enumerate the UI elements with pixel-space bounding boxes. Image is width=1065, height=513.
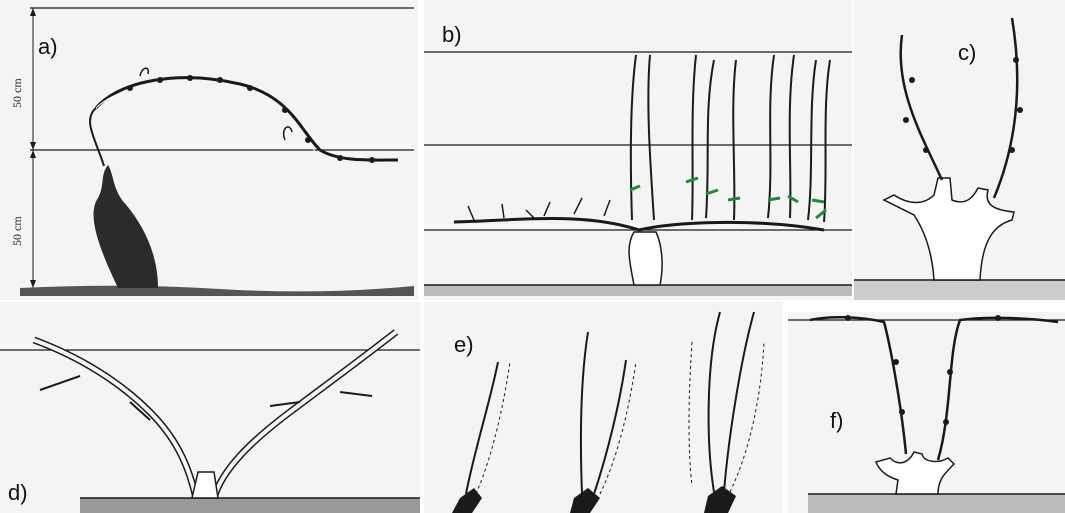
panel-d-label: d) — [8, 480, 28, 506]
cane-left — [810, 317, 906, 454]
trunk — [876, 452, 954, 494]
cane — [96, 78, 398, 160]
panel-f-label: f) — [830, 408, 843, 434]
panel-a: a) 50 cm 50 cm — [0, 0, 418, 300]
panel-d: d) — [0, 302, 420, 513]
panel-b: b) — [424, 0, 852, 300]
panel-a-drawing — [0, 0, 418, 300]
panel-a-label: a) — [38, 34, 58, 60]
vine-3 — [689, 312, 764, 513]
cordon — [454, 219, 824, 231]
panel-e: e) — [424, 302, 782, 513]
arm-left — [34, 340, 196, 498]
panel-e-label: e) — [454, 332, 474, 358]
panel-c-label: c) — [958, 40, 976, 66]
cane-left — [901, 35, 942, 180]
panel-c: c) — [854, 0, 1065, 300]
panel-e-drawing — [424, 302, 782, 513]
panel-b-label: b) — [442, 22, 462, 48]
cane-right — [938, 318, 1058, 460]
ground — [20, 286, 414, 296]
dimension-upper-label: 50 cm — [10, 78, 25, 108]
dimension-lower-label: 50 cm — [10, 216, 25, 246]
ground — [808, 494, 1065, 513]
panel-f: f) — [788, 312, 1065, 513]
ground — [854, 280, 1065, 300]
cane-right — [994, 18, 1017, 198]
panel-b-drawing — [424, 0, 852, 300]
vine-1 — [452, 362, 510, 513]
vine-2 — [570, 332, 636, 513]
trunk — [884, 178, 1014, 280]
ground — [80, 498, 420, 513]
trunk — [192, 472, 218, 498]
upright-canes — [631, 55, 830, 222]
trunk — [94, 165, 158, 288]
cut-marks — [630, 178, 826, 218]
trunk — [629, 232, 662, 285]
panel-d-drawing — [0, 302, 420, 513]
arm-right — [214, 332, 396, 498]
